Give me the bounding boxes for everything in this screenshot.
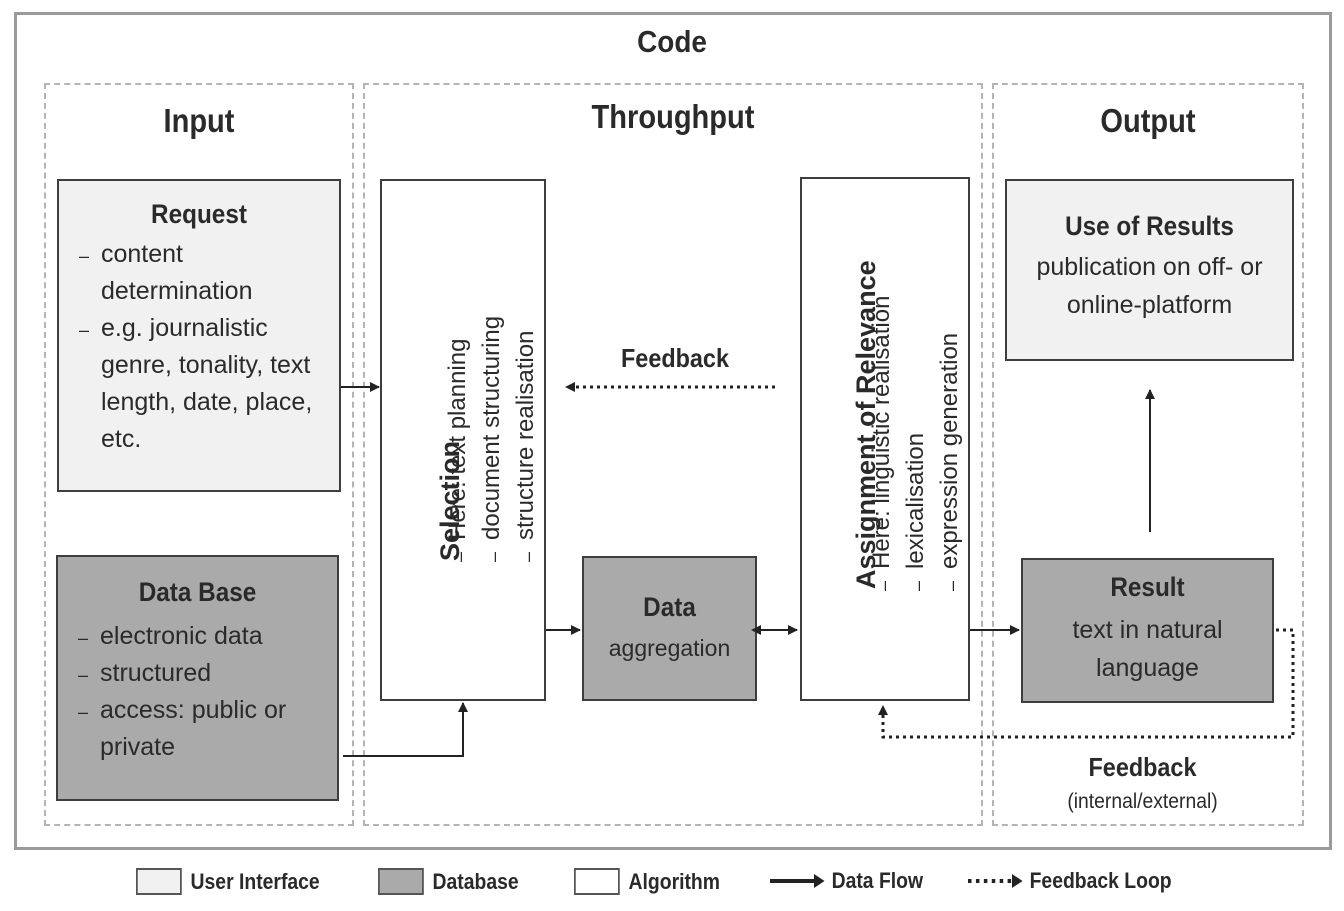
legend-swatch-algorithm (574, 868, 620, 895)
data-title: Data (643, 592, 696, 622)
legend-label: Data Flow (831, 868, 924, 893)
use-of-results-box: Use of Results publication on off- or on… (1005, 179, 1294, 361)
feedback-loop-arrow-icon (968, 874, 1023, 888)
legend-swatch-user-interface (136, 868, 182, 895)
feedback-outer-sublabel: (internal/external) (1067, 790, 1218, 813)
legend-label: Feedback Loop (1029, 868, 1172, 893)
result-text: text in natural language (1072, 616, 1223, 682)
feedback-loop-outer (878, 628, 1295, 739)
legend-label: Database (432, 868, 519, 894)
database-box: Data Base electronic data structured acc… (56, 555, 339, 801)
request-list: content determination e.g. journalistic … (79, 236, 319, 458)
result-title: Result (1110, 572, 1185, 602)
database-item: structured (78, 655, 318, 694)
database-item: electronic data (78, 618, 318, 657)
database-title: Data Base (138, 577, 257, 607)
use-of-results-text: publication on off- or online-platform (1036, 253, 1263, 319)
result-box: Result text in natural language (1021, 558, 1274, 703)
feedback-inner-label: Feedback (621, 343, 729, 373)
output-section-title: Output (1100, 102, 1196, 139)
legend-user-interface: User Interface (136, 868, 320, 895)
throughput-section-title: Throughput (591, 98, 755, 135)
request-item: e.g. journalistic genre, tonality, text … (79, 310, 319, 458)
request-title: Request (151, 199, 247, 229)
output-section (992, 83, 1304, 826)
use-of-results-title: Use of Results (1065, 211, 1234, 241)
request-item: content determination (79, 236, 319, 310)
diagram-frame (14, 12, 1332, 850)
arrow-database-to-selection (343, 702, 468, 757)
legend-swatch-database (378, 868, 424, 895)
legend-algorithm: Algorithm (574, 868, 720, 895)
diagram-title: Code (637, 24, 707, 59)
input-section-title: Input (163, 102, 235, 139)
legend-database: Database (378, 868, 519, 895)
data-box: Data aggregation (582, 556, 757, 701)
database-list: electronic data structured access: publi… (78, 618, 318, 766)
selection-box: Selection Here: text planning document s… (380, 179, 546, 701)
legend-label: User Interface (190, 868, 320, 894)
data-flow-arrow-icon (770, 874, 825, 888)
throughput-section (363, 83, 983, 826)
data-subtitle: aggregation (608, 635, 731, 661)
database-item: access: public or private (78, 692, 318, 766)
legend-data-flow: Data Flow (770, 868, 923, 894)
legend-label: Algorithm (628, 868, 720, 894)
request-box: Request content determination e.g. journ… (57, 179, 341, 492)
input-section (44, 83, 354, 826)
feedback-outer-label: Feedback (1088, 752, 1197, 782)
legend-feedback-loop: Feedback Loop (968, 868, 1172, 894)
relevance-box: Assignment of Relevance Here: linguistic… (800, 177, 970, 701)
